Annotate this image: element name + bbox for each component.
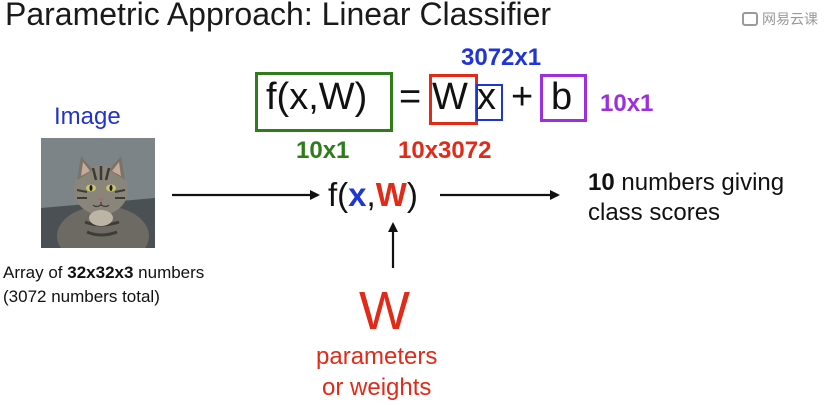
output-line1: 10 numbers giving: [588, 168, 784, 198]
caption-bold-dims: 32x32x3: [67, 263, 134, 282]
b-text: b: [551, 76, 573, 118]
weights-line1: parameters: [316, 343, 438, 370]
function-W: W: [375, 176, 407, 213]
W-text: W: [432, 76, 468, 118]
slide-title: Parametric Approach: Linear Classifier: [5, 0, 552, 32]
x-dimension-label: 3072x1: [461, 44, 542, 71]
cat-image: [41, 138, 155, 248]
output-line2: class scores: [588, 199, 721, 226]
function-comma: ,: [366, 176, 376, 213]
caption-suffix: numbers: [133, 263, 205, 282]
output-text: 10 numbers giving class scores: [588, 168, 784, 228]
fx-box: [255, 72, 393, 132]
x-box: [476, 84, 503, 121]
b-box: [540, 74, 587, 122]
weights-line2: or weights: [322, 374, 432, 401]
plus-sign: +: [511, 76, 534, 118]
fx-text: f(x,W): [266, 76, 368, 118]
image-caption-line2: (3072 numbers total): [3, 287, 160, 306]
function-open: f(: [328, 176, 349, 213]
x-text: x: [477, 76, 496, 118]
function-x: x: [348, 176, 367, 213]
cat-illustration: [41, 138, 155, 248]
equals-sign: =: [399, 76, 422, 118]
W-dimension-label: 10x3072: [398, 137, 492, 164]
function-close: ): [406, 176, 418, 213]
weights-caption: parameters or weights: [316, 341, 437, 403]
output-line1-rest: numbers giving: [614, 169, 785, 196]
function-expression: f(x,W): [328, 176, 418, 214]
image-caption: Array of 32x32x3 numbers: [3, 262, 204, 284]
b-dimension-label: 10x1: [600, 90, 654, 117]
caption-prefix: Array of: [3, 263, 68, 282]
watermark-text: 网易云课: [762, 11, 818, 27]
weights-W: W: [359, 281, 410, 341]
netease-cloud-logo-icon: [742, 12, 758, 26]
output-count: 10: [588, 169, 615, 196]
watermark: 网易云课: [742, 9, 818, 29]
f-dimension-label: 10x1: [296, 137, 350, 164]
image-label: Image: [54, 103, 121, 130]
